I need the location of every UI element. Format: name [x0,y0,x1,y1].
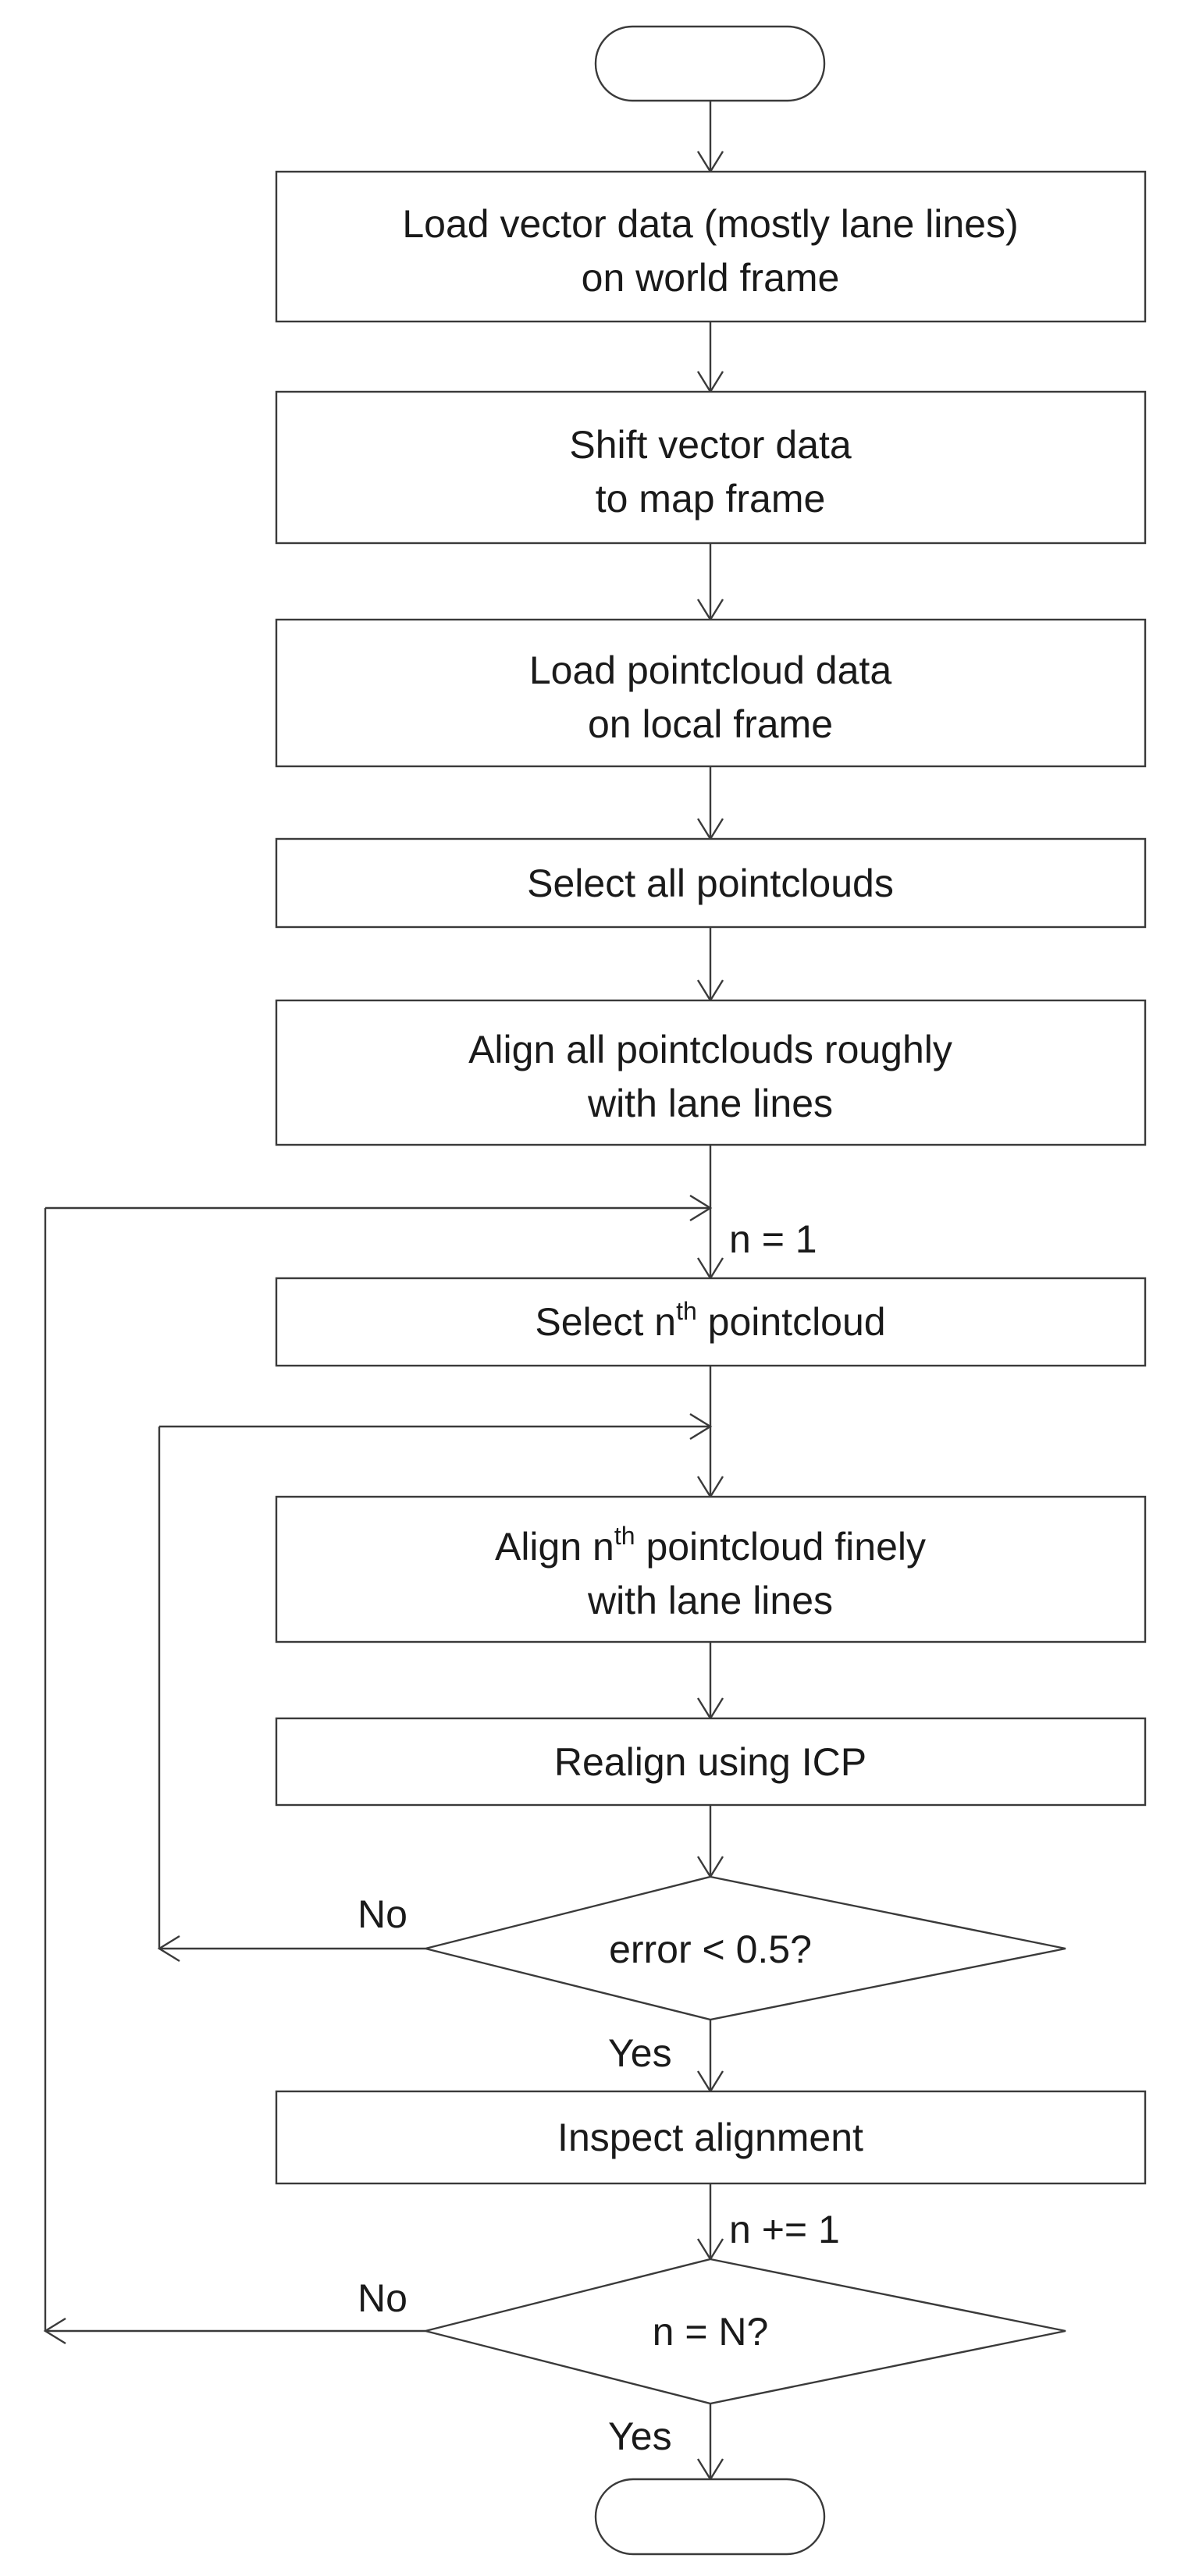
step-align-roughly-line1: Align all pointclouds roughly [468,1028,952,1071]
annotation-init-n: n = 1 [729,1217,817,1261]
step-align-finely-pre: Align n [495,1525,614,1569]
decision-count-check-no: No [358,2276,407,2320]
decision-error-check-label: error < 0.5? [609,1928,812,1971]
step-select-all-box [275,837,1147,929]
step-select-nth-pre: Select n [535,1300,676,1344]
step-inspect-line1: Inspect alignment [557,2116,863,2159]
annotation-increment-n: n += 1 [729,2208,840,2251]
step-align-roughly-line2: with lane lines [587,1082,833,1125]
step-load-pointcloud-line2: on local frame [588,702,833,746]
step-realign-icp-box [275,1717,1147,1807]
step-select-all-line1: Select all pointclouds [527,862,894,905]
arrowhead-loop-inner-right [689,1412,713,1441]
step-inspect-box [275,2090,1147,2185]
step-align-finely-line1: Align nth pointcloud finely [495,1522,926,1569]
step-realign-icp-line1: Realign using ICP [554,1740,867,1784]
step-load-vector-line2: on world frame [582,256,840,300]
decision-count-check-yes: Yes [608,2414,672,2458]
decision-error-check-no: No [358,1892,407,1936]
step-shift-vector-box [275,390,1147,545]
step-align-finely-box [275,1495,1147,1643]
arrowhead-loop-outer-right [689,1194,713,1222]
step-load-vector-line1: Load vector data (mostly lane lines) [402,202,1018,246]
step-select-nth-post: pointcloud [697,1300,886,1344]
step-shift-vector-line1: Shift vector data [569,423,851,467]
step-align-finely-line2: with lane lines [587,1579,833,1622]
step-align-roughly-box [275,999,1147,1146]
step-load-vector-box [275,170,1147,323]
end-terminator [594,2478,826,2556]
decision-count-check-label: n = N? [653,2310,769,2354]
step-select-nth-label: Select nth pointcloud [535,1297,885,1344]
step-align-finely-post: pointcloud finely [635,1525,926,1569]
step-select-nth-sup: th [676,1297,697,1325]
decision-error-check-yes: Yes [608,2031,672,2075]
step-load-pointcloud-line1: Load pointcloud data [529,648,891,692]
start-terminator [594,25,826,102]
step-align-finely-sup: th [614,1522,635,1550]
decision-error-check [425,1875,1066,2021]
step-shift-vector-line2: to map frame [596,477,826,521]
decision-count-check [425,2258,1066,2405]
step-select-nth-box [275,1277,1147,1367]
step-load-pointcloud-box [275,618,1147,768]
